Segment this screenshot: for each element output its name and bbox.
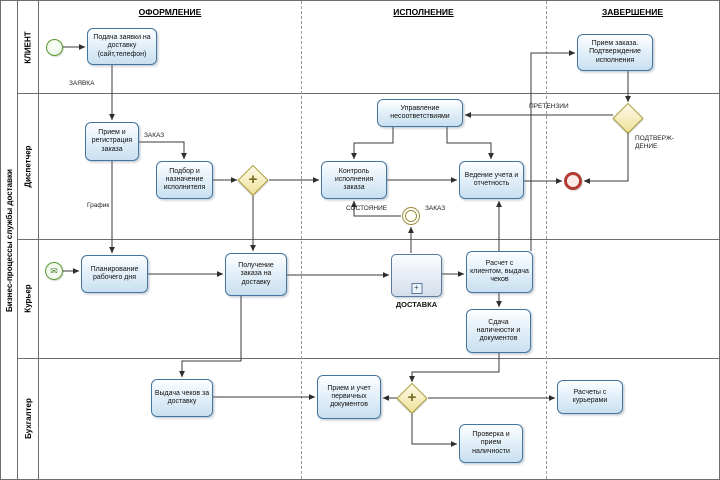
task-courier-pay-label: Расчеты с курьерами bbox=[572, 388, 608, 404]
phase-separator bbox=[301, 1, 302, 479]
task-cash-check-label: Проверка и прием наличности bbox=[472, 431, 510, 455]
flow-task-nonconformity--task-control bbox=[351, 127, 394, 160]
start-client-event[interactable] bbox=[46, 39, 63, 56]
edge-label: ПРЕТЕНЗИИ bbox=[529, 103, 569, 110]
phase-separator bbox=[546, 1, 547, 479]
task-cash-handover[interactable]: Сдача наличности и документов bbox=[466, 309, 531, 353]
flow-gw-split-2--task-cash-check bbox=[411, 414, 458, 447]
lane-courier[interactable]: Курьер bbox=[18, 239, 39, 358]
task-assign-label: Подбор и назначение исполнителя bbox=[163, 167, 206, 192]
task-cash-check[interactable]: Проверка и прием наличности bbox=[459, 424, 523, 463]
subprocess-delivery-label: ДОСТАВКА bbox=[395, 300, 438, 309]
ev-order-status[interactable] bbox=[402, 207, 420, 225]
task-cash-handover-label: Сдача наличности и документов bbox=[476, 318, 521, 343]
edge-label: ЗАКАЗ bbox=[144, 132, 165, 139]
gw-split-1[interactable]: + bbox=[237, 164, 269, 196]
task-control[interactable]: Контроль исполнения заказа bbox=[321, 161, 387, 199]
flow-task-register--task-assign bbox=[139, 141, 187, 160]
flow-task-nonconformity--task-records bbox=[446, 127, 494, 160]
task-register[interactable]: Прием и регистрация заказа bbox=[85, 122, 139, 161]
subprocess-plus-icon: + bbox=[411, 283, 422, 294]
task-control-label: Контроль исполнения заказа bbox=[334, 167, 374, 192]
task-order-accept[interactable]: Прием заказа. Подтверждение исполнения bbox=[577, 34, 653, 71]
end-event[interactable] bbox=[564, 172, 582, 190]
task-assign[interactable]: Подбор и назначение исполнителя bbox=[156, 161, 213, 199]
lane-dispatcher[interactable]: Диспетчер bbox=[18, 93, 39, 239]
lane-divider bbox=[18, 93, 719, 94]
phase-header-completion: ЗАВЕРШЕНИЕ bbox=[601, 7, 664, 17]
phase-header-registration: ОФОРМЛЕНИЕ bbox=[138, 7, 202, 17]
task-issue-receipts[interactable]: Выдача чеков за доставку bbox=[151, 379, 213, 417]
plus-icon: + bbox=[248, 170, 258, 188]
task-planning-label: Планирование рабочего дня bbox=[90, 265, 139, 281]
flow-ev-order-status--task-control bbox=[351, 200, 401, 217]
task-client-pay[interactable]: Расчет с клиентом, выдача чеков bbox=[466, 251, 533, 293]
edge-label: ПОДТВЕРЖ-ДЕНИЕ bbox=[635, 135, 675, 151]
task-request-label: Подача заявки на доставку (сайт,телефон) bbox=[93, 34, 151, 58]
edge-label: СОСТОЯНИЕ bbox=[346, 205, 388, 212]
task-request[interactable]: Подача заявки на доставку (сайт,телефон) bbox=[87, 28, 157, 65]
pool-title: Бизнес-процессы службы доставки bbox=[1, 1, 18, 479]
gw-confirm[interactable] bbox=[612, 102, 644, 134]
task-register-label: Прием и регистрация заказа bbox=[91, 129, 133, 153]
flow-gw-confirm--end-event bbox=[583, 132, 629, 184]
task-records[interactable]: Ведение учета и отчетность bbox=[459, 161, 524, 199]
task-get-order-label: Получение заказа на доставку bbox=[238, 262, 274, 286]
lane-client[interactable]: КЛИЕНТ bbox=[18, 1, 39, 93]
start-courier-message-event[interactable]: ✉ bbox=[45, 262, 63, 280]
plus-icon: + bbox=[407, 388, 417, 406]
flow-task-cash-handover--gw-split-2 bbox=[409, 353, 500, 383]
task-courier-pay[interactable]: Расчеты с курьерами bbox=[557, 380, 623, 414]
lane-divider bbox=[18, 239, 719, 240]
task-nonconformity-label: Управление несоответствиями bbox=[390, 104, 450, 120]
gateway-diamond bbox=[612, 102, 644, 134]
task-nonconformity[interactable]: Управление несоответствиями bbox=[377, 99, 463, 127]
task-docs-account-label: Прием и учет первичных документов bbox=[327, 384, 371, 409]
lane-accountant[interactable]: Бухгалтер bbox=[18, 358, 39, 479]
phase-header-execution: ИСПОЛНЕНИЕ bbox=[393, 7, 454, 17]
task-docs-account[interactable]: Прием и учет первичных документов bbox=[317, 375, 381, 419]
lane-divider bbox=[18, 358, 719, 359]
task-client-pay-label: Расчет с клиентом, выдача чеков bbox=[470, 259, 529, 284]
flow-task-get-order--task-issue-receipts bbox=[179, 296, 242, 378]
edge-label: ЗАКАЗ bbox=[425, 205, 446, 212]
task-issue-receipts-label: Выдача чеков за доставку bbox=[154, 389, 210, 405]
edge-label: ЗАЯВКА bbox=[69, 80, 95, 87]
subprocess-delivery[interactable]: + ДОСТАВКА bbox=[391, 254, 442, 309]
message-icon: ✉ bbox=[50, 265, 58, 276]
task-get-order[interactable]: Получение заказа на доставку bbox=[225, 253, 287, 296]
task-order-accept-label: Прием заказа. Подтверждение исполнения bbox=[589, 40, 641, 64]
task-records-label: Ведение учета и отчетность bbox=[464, 171, 519, 187]
task-planning[interactable]: Планирование рабочего дня bbox=[81, 255, 148, 293]
edge-label: График bbox=[87, 202, 110, 209]
gw-split-2[interactable]: + bbox=[396, 382, 428, 414]
flow-task-client-pay--task-order-accept bbox=[530, 50, 576, 251]
